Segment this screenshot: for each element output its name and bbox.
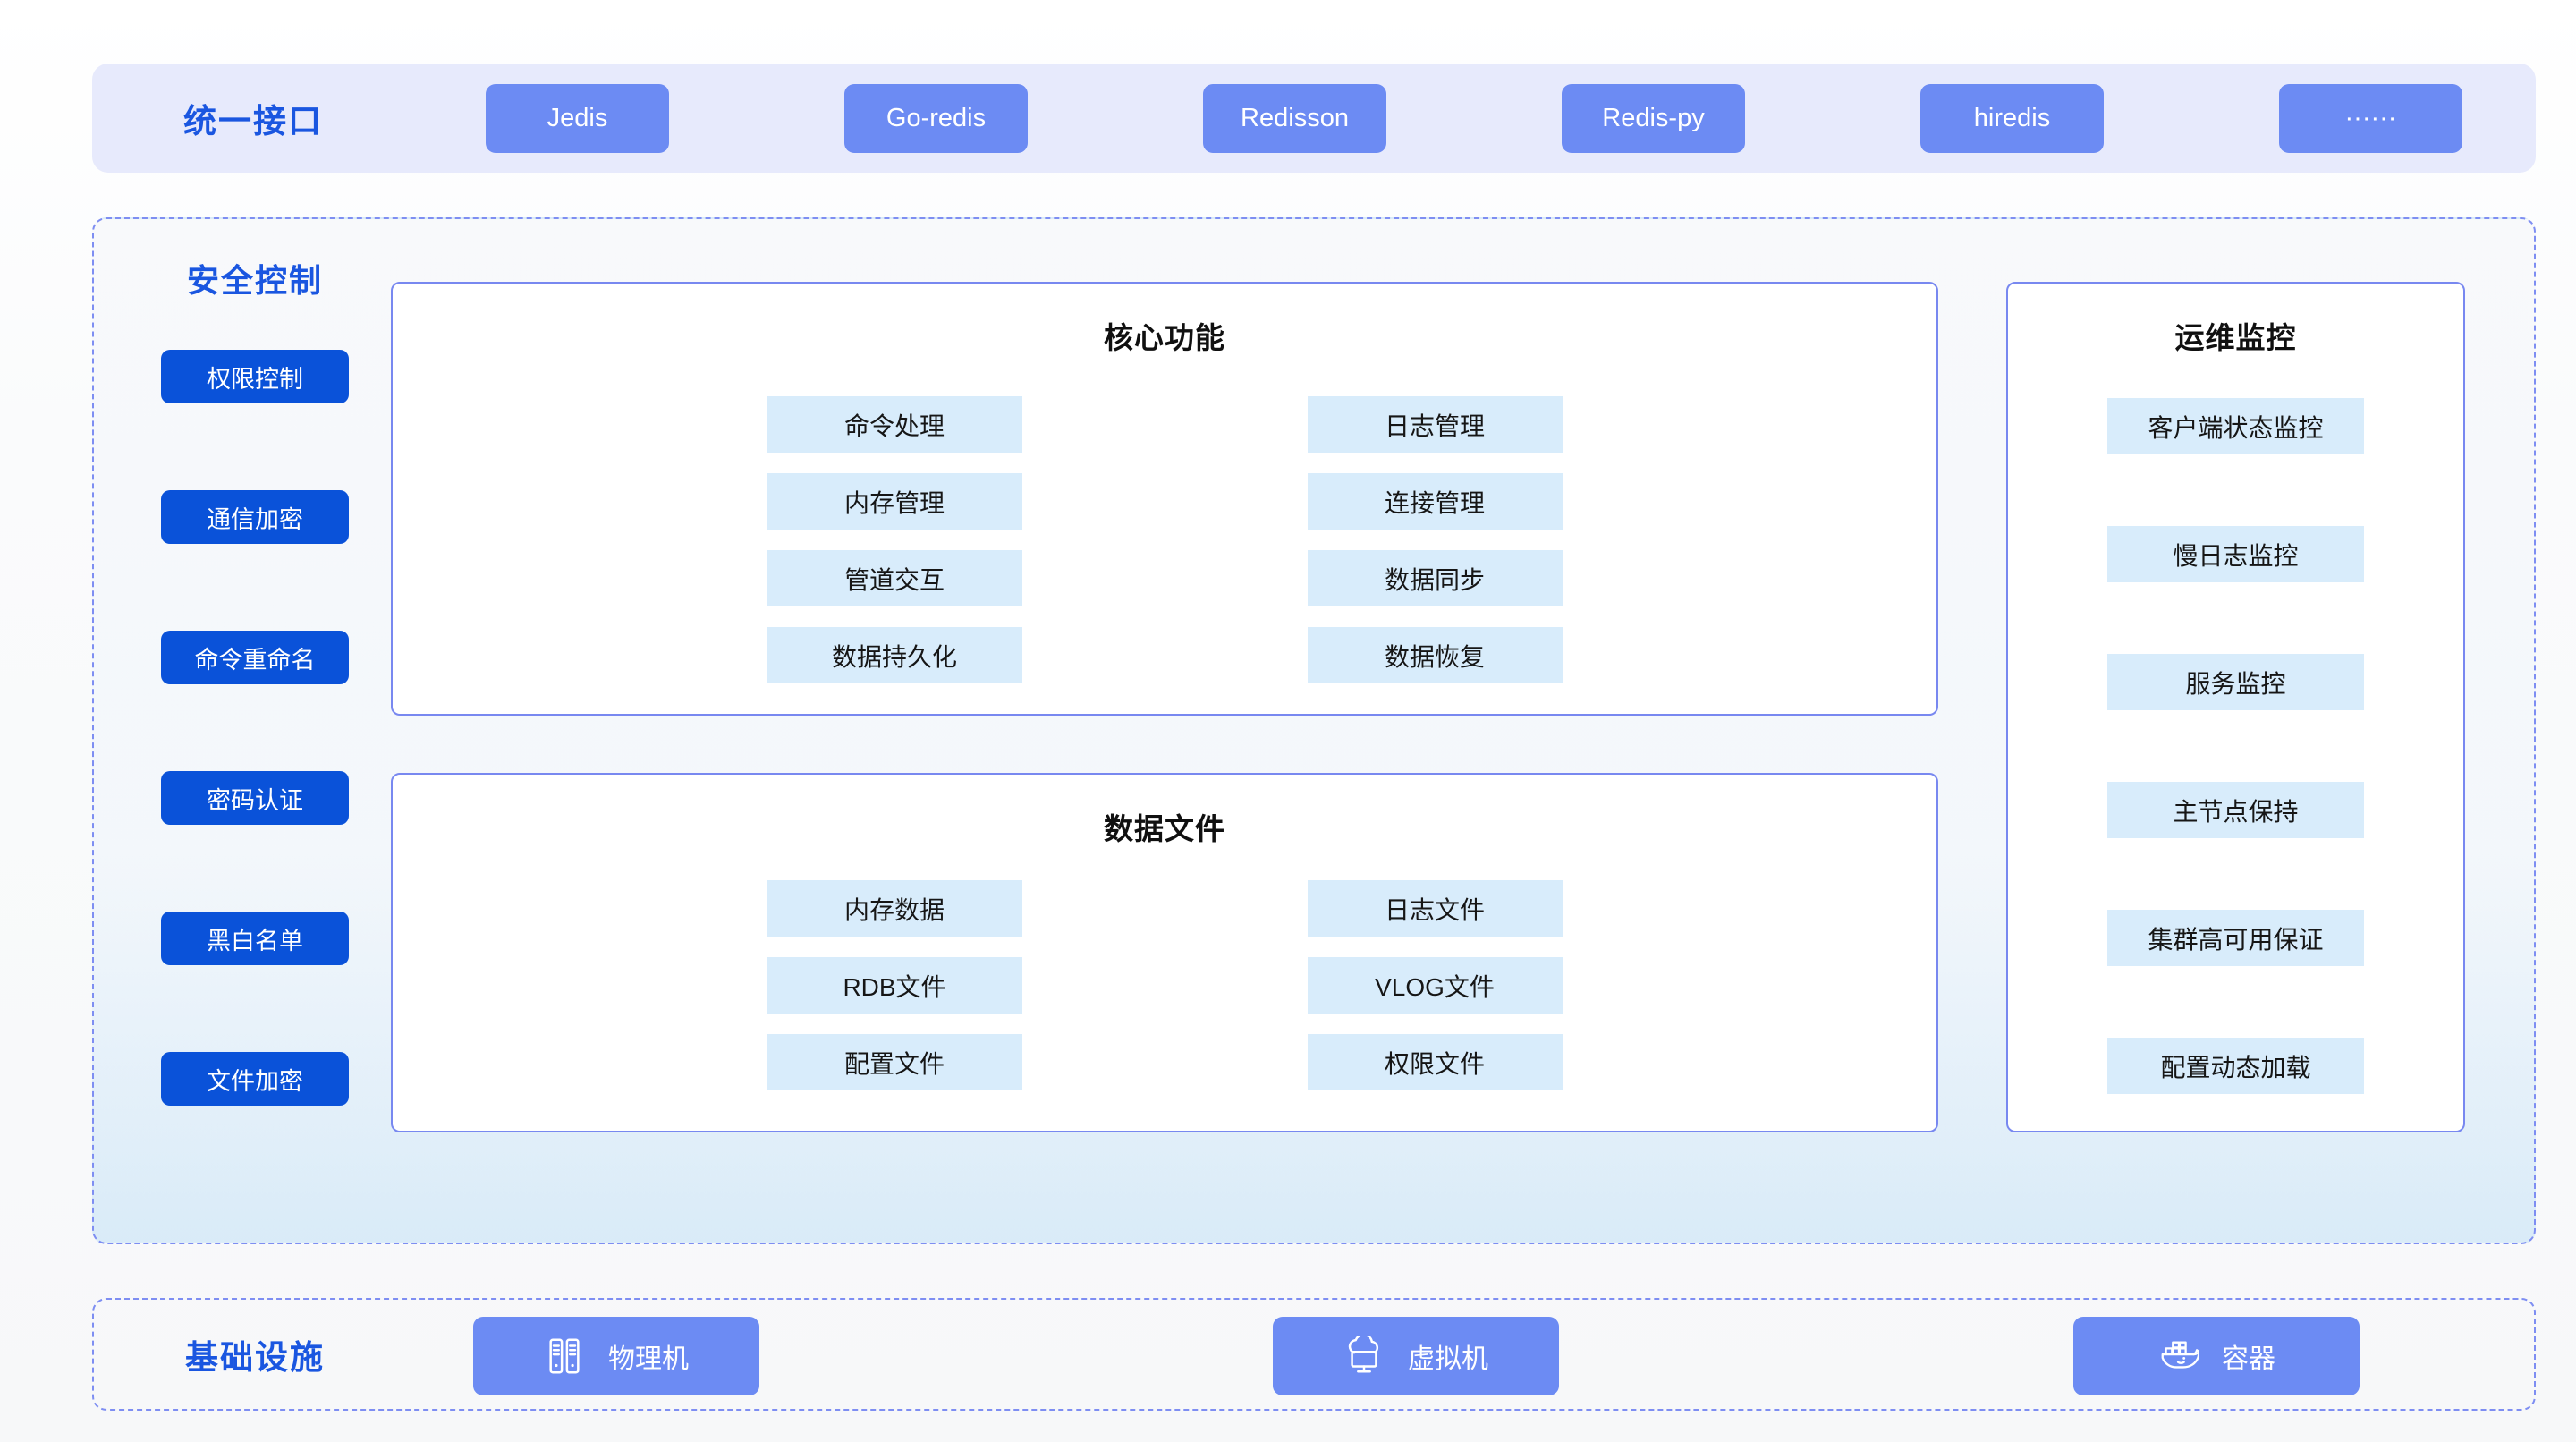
security-button-black-white-list[interactable]: 黑白名单 <box>161 912 349 965</box>
tile-command-processing: 命令处理 <box>767 396 1022 453</box>
server-rack-icon <box>544 1336 585 1377</box>
client-button-jedis[interactable]: Jedis <box>486 83 669 153</box>
security-button-comm-encryption[interactable]: 通信加密 <box>161 490 349 544</box>
tile-config-file: 配置文件 <box>767 1034 1022 1090</box>
tile-client-status-monitoring: 客户端状态监控 <box>2107 398 2364 454</box>
tile-permission-file: 权限文件 <box>1307 1034 1563 1090</box>
tile-rdb-file: RDB文件 <box>767 957 1022 1014</box>
infrastructure-bar: 基础设施 物理机 <box>92 1298 2536 1411</box>
client-button-redis-py[interactable]: Redis-py <box>1562 83 1745 153</box>
infra-button-physical-machine[interactable]: 物理机 <box>473 1317 759 1395</box>
security-control-panel: 安全控制 权限控制 通信加密 命令重命名 密码认证 黑白名单 文件加密 核心功能… <box>92 217 2536 1244</box>
client-button-go-redis[interactable]: Go-redis <box>844 83 1028 153</box>
data-files-left-column: 内存数据 RDB文件 配置文件 <box>767 880 1022 1090</box>
data-files-right-column: 日志文件 VLOG文件 权限文件 <box>1307 880 1563 1090</box>
unified-interface-bar: 统一接口 Jedis Go-redis Redisson Redis-py hi… <box>92 64 2536 173</box>
client-button-row: Jedis Go-redis Redisson Redis-py hiredis… <box>486 64 2462 173</box>
infra-button-label: 物理机 <box>608 1344 689 1374</box>
tile-log-file: 日志文件 <box>1307 880 1563 937</box>
tile-memory-data: 内存数据 <box>767 880 1022 937</box>
data-files-title: 数据文件 <box>1104 812 1225 845</box>
infra-button-container[interactable]: 容器 <box>2073 1317 2360 1395</box>
client-button-hiredis[interactable]: hiredis <box>1920 83 2104 153</box>
tile-master-node-keepalive: 主节点保持 <box>2107 782 2364 838</box>
docker-whale-icon <box>2157 1336 2199 1377</box>
ops-monitoring-box: 运维监控 客户端状态监控 慢日志监控 服务监控 主节点保持 集群高可用保证 配置… <box>2006 282 2465 1132</box>
security-control-title: 安全控制 <box>186 262 323 299</box>
infrastructure-title: 基础设施 <box>185 1339 325 1376</box>
ops-monitoring-title: 运维监控 <box>2174 321 2297 354</box>
security-button-password-auth[interactable]: 密码认证 <box>161 771 349 825</box>
client-button-more[interactable]: ······ <box>2279 83 2462 153</box>
core-functions-title: 核心功能 <box>1104 321 1225 354</box>
security-button-file-encryption[interactable]: 文件加密 <box>161 1052 349 1106</box>
core-functions-grid: 命令处理 内存管理 管道交互 数据持久化 日志管理 连接管理 数据同步 数据恢复 <box>393 396 1936 683</box>
cloud-vm-icon <box>1343 1336 1385 1377</box>
security-button-column: 权限控制 通信加密 命令重命名 密码认证 黑白名单 文件加密 <box>161 350 349 1106</box>
tile-log-management: 日志管理 <box>1307 396 1563 453</box>
client-button-redisson[interactable]: Redisson <box>1203 83 1386 153</box>
tile-vlog-file: VLOG文件 <box>1307 957 1563 1014</box>
tile-slow-log-monitoring: 慢日志监控 <box>2107 526 2364 582</box>
infra-button-label: 虚拟机 <box>1408 1344 1488 1374</box>
core-functions-left-column: 命令处理 内存管理 管道交互 数据持久化 <box>767 396 1022 683</box>
tile-data-recovery: 数据恢复 <box>1307 627 1563 683</box>
data-files-box: 数据文件 内存数据 RDB文件 配置文件 日志文件 VLOG文件 权限文件 <box>391 773 1938 1132</box>
tile-service-monitoring: 服务监控 <box>2107 654 2364 710</box>
tile-data-persistence: 数据持久化 <box>767 627 1022 683</box>
security-button-command-rename[interactable]: 命令重命名 <box>161 631 349 684</box>
data-files-grid: 内存数据 RDB文件 配置文件 日志文件 VLOG文件 权限文件 <box>393 880 1936 1090</box>
security-button-access-control[interactable]: 权限控制 <box>161 350 349 403</box>
unified-interface-title: 统一接口 <box>183 103 323 140</box>
core-functions-right-column: 日志管理 连接管理 数据同步 数据恢复 <box>1307 396 1563 683</box>
tile-cluster-high-availability: 集群高可用保证 <box>2107 910 2364 966</box>
core-functions-box: 核心功能 命令处理 内存管理 管道交互 数据持久化 日志管理 连接管理 数据同步… <box>391 282 1938 716</box>
infra-button-virtual-machine[interactable]: 虚拟机 <box>1273 1317 1559 1395</box>
tile-connection-management: 连接管理 <box>1307 473 1563 530</box>
tile-memory-management: 内存管理 <box>767 473 1022 530</box>
tile-dynamic-config-loading: 配置动态加载 <box>2107 1038 2364 1094</box>
infra-button-label: 容器 <box>2222 1344 2275 1374</box>
tile-data-sync: 数据同步 <box>1307 550 1563 606</box>
tile-pipeline-interaction: 管道交互 <box>767 550 1022 606</box>
ops-monitoring-list: 客户端状态监控 慢日志监控 服务监控 主节点保持 集群高可用保证 配置动态加载 <box>2008 398 2463 1094</box>
